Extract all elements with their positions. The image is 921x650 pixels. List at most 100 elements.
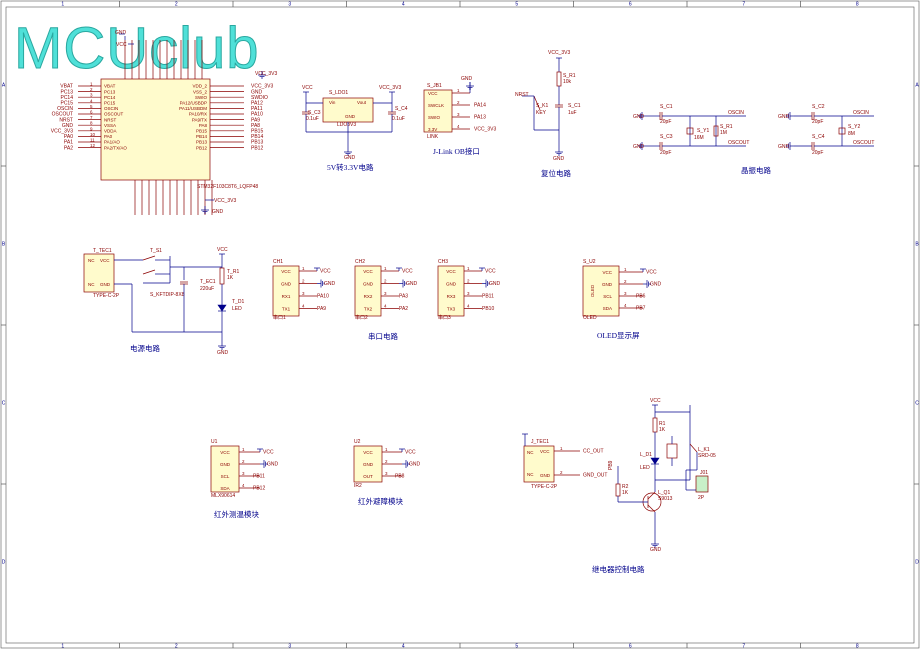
- fan-pin-name: VCC: [540, 449, 550, 454]
- crystal-r-value: 1M: [720, 130, 727, 136]
- uart-net-label: PA3: [399, 294, 408, 300]
- ldo-ref-label: S_LDO1: [329, 90, 348, 96]
- reset-key-ref: S_K1: [536, 103, 548, 109]
- crystal2-gnd-label: GND: [778, 114, 790, 120]
- mcu-left-pin-number: 1: [90, 82, 93, 87]
- uart-net-label: PA10: [317, 294, 329, 300]
- reset-r-ref: S_R1: [563, 73, 576, 79]
- mcu-left-pin-number: 4: [90, 98, 93, 103]
- reset-resistor: [556, 71, 562, 87]
- fan-part-label: TYPE-C-2P: [531, 484, 558, 490]
- uart-pin-name: RX2: [364, 294, 373, 299]
- uart-pin-name: TX2: [364, 307, 373, 312]
- oled-body: [582, 265, 620, 317]
- iravoid-pin-name: GND: [363, 462, 374, 467]
- irtemp-pin-number: 2: [242, 459, 245, 464]
- relay-k1-part: SRD-05: [698, 453, 716, 459]
- uart-pin-name: RX3: [447, 294, 456, 299]
- mcu-left-net-label: PA1: [64, 140, 73, 146]
- crystal-gnd-label: GND: [633, 144, 645, 150]
- relay-led-symbol: [650, 457, 660, 465]
- power-usb-part: TYPE-C-2P: [93, 293, 120, 299]
- oled-body-label: OLED: [590, 284, 595, 297]
- border-col-number: 8: [856, 2, 859, 8]
- irtemp-ref-label: U1: [211, 439, 218, 445]
- power-usb-nc: NC: [88, 258, 95, 263]
- fan-nc-pin: NC: [527, 472, 534, 477]
- iravoid-net-label: VCC: [405, 450, 416, 456]
- iravoid-pin-number: 2: [385, 459, 388, 464]
- border-col-number: 2: [175, 644, 178, 650]
- relay-j1-ref: J01: [700, 470, 708, 476]
- jlink-pin-number: 2: [457, 100, 460, 105]
- fan-net-label: CC_OUT: [583, 449, 604, 455]
- oled-net-label: VCC: [646, 270, 657, 276]
- uart-pin-name: GND: [363, 282, 374, 287]
- mcu-vdd-net-label: VCC_3V3: [255, 71, 277, 77]
- relay-coil: [666, 443, 678, 459]
- border-col-number: 3: [288, 644, 291, 650]
- border-row-letter: A: [2, 83, 6, 89]
- crystal-y2-value: 8M: [848, 131, 855, 137]
- mcu-left-net-label: OSCOUT: [52, 112, 73, 118]
- iravoid-pin-number: 1: [385, 447, 388, 452]
- mcu-right-pin-name: PA10/RX: [189, 112, 207, 117]
- mcu-left-net-label: PC13: [60, 89, 73, 95]
- power-r-ref: T_R1: [227, 269, 239, 275]
- mcu-left-pin-name: PA1/AO: [104, 140, 120, 145]
- mcu-left-pin-number: 12: [90, 143, 96, 148]
- oled-pin-name: SCL: [603, 294, 612, 299]
- relay-led-part: LED: [640, 465, 650, 471]
- oled-pin-number: 3: [624, 291, 627, 296]
- mcu-right-pin-name: PA8: [199, 123, 208, 128]
- border-row-letter: D: [915, 560, 919, 566]
- uart-pin-number: 2: [384, 279, 387, 284]
- uart-body: [437, 265, 465, 317]
- uart-net-label: VCC: [320, 269, 331, 275]
- mcu-left-net-label: GND: [62, 123, 74, 129]
- irtemp-pin-name: SCL: [221, 474, 230, 479]
- fan-ref-label: J_TEC1: [531, 439, 549, 445]
- relay-q1-ref: L_Q1: [658, 490, 670, 496]
- power-resistor: [219, 267, 225, 285]
- ldo-vin-pin: Vin: [329, 100, 336, 105]
- jlink-pin-number: 1: [457, 88, 460, 93]
- irtemp-part-label: MLX90614: [211, 493, 235, 499]
- iravoid-pin-number: 3: [385, 471, 388, 476]
- border-col-number: 4: [402, 644, 405, 650]
- crystal-c4-ref: S_C4: [812, 134, 825, 140]
- mcu-left-pin-number: 5: [90, 104, 93, 109]
- irtemp-section-title: 红外测温模块: [214, 509, 259, 519]
- uart-net-label: GND: [489, 281, 501, 287]
- relay-r1: [652, 417, 658, 433]
- border-col-number: 1: [61, 2, 64, 8]
- mcu-right-net-label: GND: [251, 89, 263, 95]
- mcu-right-net-label: PA8: [251, 123, 260, 129]
- power-gnd-label: GND: [217, 350, 229, 356]
- irtemp-body: [210, 445, 240, 493]
- uart-net-label: PB10: [482, 306, 494, 312]
- irtemp-pin-number: 3: [242, 471, 245, 476]
- border-row-letter: B: [915, 242, 919, 248]
- mcu-left-net-label: PC14: [60, 95, 73, 101]
- mcu-left-pin-number: 2: [90, 87, 93, 92]
- power-led-part: LED: [232, 306, 242, 312]
- uart-part-label: 串口2: [355, 315, 368, 321]
- mcu-left-pin-number: 10: [90, 132, 96, 137]
- mcu-right-net-label: PB12: [251, 145, 263, 151]
- border-row-letter: A: [915, 83, 919, 89]
- mcu-left-net-label: PC15: [60, 101, 73, 107]
- iravoid-net-label: PB8: [395, 474, 405, 480]
- mcu-left-pin-number: 6: [90, 110, 93, 115]
- oled-part-label: OLED: [583, 315, 597, 321]
- iravoid-net-label: GND: [409, 462, 421, 468]
- relay-switch-contact: [689, 443, 698, 453]
- irtemp-pin-number: 4: [242, 483, 245, 488]
- power-vcc-label: VCC: [217, 247, 228, 253]
- oled-pin-name: SDA: [603, 306, 612, 311]
- mcu-right-net-label: PB14: [251, 134, 263, 140]
